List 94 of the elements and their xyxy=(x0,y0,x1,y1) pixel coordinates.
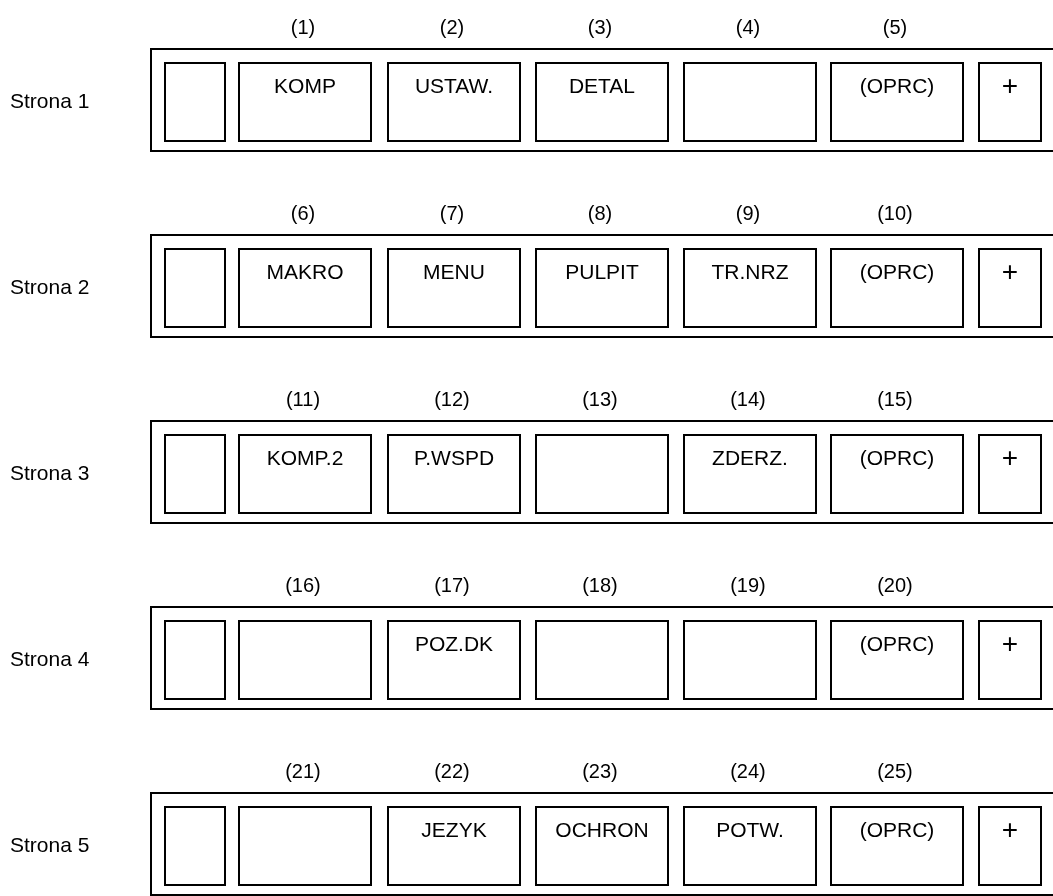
key-label: POTW. xyxy=(715,818,785,842)
key-number: (4) xyxy=(735,16,761,39)
key-label: POZ.DK xyxy=(413,632,495,656)
softkey-bar xyxy=(150,606,1053,710)
softkey xyxy=(830,434,964,514)
softkey xyxy=(830,806,964,886)
softkey xyxy=(683,806,817,886)
softkey xyxy=(978,248,1042,328)
key-number: (14) xyxy=(730,388,766,411)
key-number: (18) xyxy=(582,574,618,597)
key-label: DETAL xyxy=(567,74,637,98)
softkey xyxy=(387,248,521,328)
key-number: (7) xyxy=(439,202,465,225)
key-number: (23) xyxy=(582,760,618,783)
page-label: Strona 4 xyxy=(10,647,90,671)
key-label: P.WSPD xyxy=(412,446,496,470)
softkey xyxy=(978,62,1042,142)
key-number: (22) xyxy=(434,760,470,783)
softkey xyxy=(164,806,226,886)
key-label: (OPRC) xyxy=(858,818,936,842)
softkey xyxy=(164,248,226,328)
key-label: MAKRO xyxy=(265,260,345,284)
key-number: (1) xyxy=(290,16,316,39)
key-number: (16) xyxy=(285,574,321,597)
softkey xyxy=(830,620,964,700)
page-label: Strona 5 xyxy=(10,833,90,857)
softkey xyxy=(387,620,521,700)
key-number: (8) xyxy=(587,202,613,225)
softkey xyxy=(683,434,817,514)
key-label: (OPRC) xyxy=(858,446,936,470)
key-label: (OPRC) xyxy=(858,74,936,98)
key-number: (10) xyxy=(877,202,913,225)
page-label: Strona 1 xyxy=(10,89,90,113)
page-label: Strona 3 xyxy=(10,461,90,485)
key-number: (19) xyxy=(730,574,766,597)
key-label: PULPIT xyxy=(564,260,640,284)
softkey xyxy=(978,806,1042,886)
key-number: (9) xyxy=(735,202,761,225)
softkey xyxy=(830,62,964,142)
key-label: TR.NRZ xyxy=(710,260,790,284)
softkey xyxy=(535,806,669,886)
softkey xyxy=(238,620,372,700)
softkey xyxy=(978,620,1042,700)
softkey xyxy=(830,248,964,328)
softkey xyxy=(387,62,521,142)
key-number: (6) xyxy=(290,202,316,225)
key-label: USTAW. xyxy=(413,74,495,98)
softkey xyxy=(535,62,669,142)
key-label: + xyxy=(1000,442,1020,474)
key-number: (5) xyxy=(882,16,908,39)
key-number: (17) xyxy=(434,574,470,597)
softkey xyxy=(387,806,521,886)
softkey xyxy=(238,62,372,142)
key-number: (20) xyxy=(877,574,913,597)
key-label: OCHRON xyxy=(554,818,650,842)
key-number: (15) xyxy=(877,388,913,411)
key-label: (OPRC) xyxy=(858,260,936,284)
softkey xyxy=(164,62,226,142)
softkey xyxy=(683,62,817,142)
key-number: (3) xyxy=(587,16,613,39)
softkey xyxy=(238,806,372,886)
softkey xyxy=(535,620,669,700)
key-number: (13) xyxy=(582,388,618,411)
softkey xyxy=(238,248,372,328)
key-label: + xyxy=(1000,256,1020,288)
key-number: (24) xyxy=(730,760,766,783)
key-label: MENU xyxy=(422,260,486,284)
softkey-bar xyxy=(150,234,1053,338)
key-label: + xyxy=(1000,814,1020,846)
key-number: (21) xyxy=(285,760,321,783)
key-number: (11) xyxy=(285,388,321,411)
softkey xyxy=(535,434,669,514)
key-number: (2) xyxy=(439,16,465,39)
key-number: (12) xyxy=(434,388,470,411)
softkey xyxy=(164,620,226,700)
softkey xyxy=(238,434,372,514)
key-label: ZDERZ. xyxy=(711,446,789,470)
softkey xyxy=(535,248,669,328)
key-label: (OPRC) xyxy=(858,632,936,656)
key-label: + xyxy=(1000,70,1020,102)
key-label: + xyxy=(1000,628,1020,660)
softkey xyxy=(978,434,1042,514)
softkey xyxy=(387,434,521,514)
key-label: JEZYK xyxy=(420,818,488,842)
softkey-bar xyxy=(150,420,1053,524)
key-number: (25) xyxy=(877,760,913,783)
key-label: KOMP xyxy=(273,74,337,98)
page-label: Strona 2 xyxy=(10,275,90,299)
softkey xyxy=(683,248,817,328)
key-label: KOMP.2 xyxy=(265,446,345,470)
softkey-bar xyxy=(150,792,1053,896)
softkey xyxy=(683,620,817,700)
softkey-bar xyxy=(150,48,1053,152)
softkey xyxy=(164,434,226,514)
